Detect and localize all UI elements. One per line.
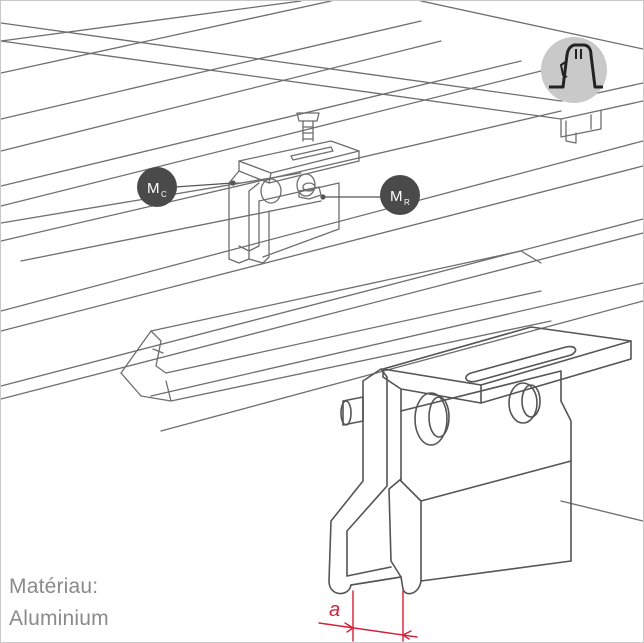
mr-badge-sub: R bbox=[404, 198, 410, 207]
large-clamp bbox=[328, 326, 632, 595]
mc-badge-circle bbox=[137, 167, 177, 207]
small-clamp bbox=[228, 112, 360, 264]
material-label: Matériau: bbox=[9, 575, 99, 598]
trapezoid-ridge bbox=[120, 250, 552, 402]
material-caption: Matériau: Aluminium bbox=[9, 571, 109, 635]
mc-badge: M C bbox=[137, 167, 177, 207]
badge-leaders bbox=[174, 180, 398, 200]
trapezoidal-profile-icon bbox=[541, 37, 607, 103]
mr-badge-circle bbox=[380, 175, 420, 215]
mc-badge-main: M bbox=[147, 180, 160, 197]
mc-badge-sub: C bbox=[161, 190, 167, 199]
dimension-lines bbox=[318, 590, 418, 642]
mr-badge: M R bbox=[380, 175, 420, 215]
roof-panel bbox=[1, 1, 643, 522]
mr-badge-main: M bbox=[390, 188, 403, 205]
material-value: Aluminium bbox=[9, 607, 109, 630]
dimension-label: a bbox=[329, 599, 340, 621]
mounting-rail bbox=[1, 1, 643, 144]
